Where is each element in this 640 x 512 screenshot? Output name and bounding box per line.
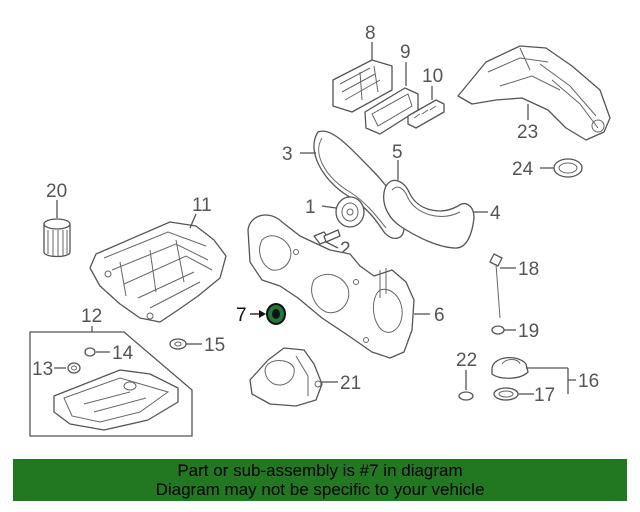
part-4-serpentine-belt[interactable] [383, 179, 475, 249]
callout-1[interactable]: 1 [305, 197, 316, 218]
part-12-oil-pan-lower[interactable] [53, 369, 179, 431]
callout-18[interactable]: 18 [518, 259, 539, 280]
callout-14[interactable]: 14 [112, 343, 134, 364]
callout-21[interactable]: 21 [340, 373, 361, 394]
part-20-oil-filter[interactable] [43, 218, 71, 258]
callout-6[interactable]: 6 [434, 305, 445, 326]
callout-9[interactable]: 9 [400, 42, 411, 63]
part-22-washer[interactable] [458, 391, 474, 401]
callout-13[interactable]: 13 [32, 359, 53, 380]
callout-22[interactable]: 22 [456, 350, 477, 371]
part-19-o-ring[interactable] [491, 325, 505, 335]
lead-7-arrowhead [259, 310, 266, 318]
callout-24[interactable]: 24 [512, 159, 534, 180]
part-3-timing-belt[interactable] [313, 130, 405, 239]
part-15-washer[interactable] [169, 338, 187, 350]
part-2-bolt[interactable] [313, 229, 341, 245]
banner-line-2: Diagram may not be specific to your vehi… [155, 480, 485, 499]
part-13-drain-plug[interactable] [67, 362, 81, 374]
part-14-drain-gasket[interactable] [84, 347, 96, 357]
callout-15[interactable]: 15 [204, 335, 225, 356]
lead-11 [189, 213, 197, 229]
callout-2[interactable]: 2 [340, 239, 351, 260]
callout-19[interactable]: 19 [518, 321, 539, 342]
part-8-valve-cover[interactable] [332, 59, 393, 113]
banner-line-1: Part or sub-assembly is #7 in diagram [177, 461, 463, 480]
callout-7[interactable]: 7 [236, 305, 247, 326]
part-6-timing-cover[interactable] [247, 214, 415, 359]
lead-2 [325, 241, 339, 249]
part-18-dipstick[interactable] [489, 253, 503, 319]
callout-20[interactable]: 20 [46, 181, 67, 202]
engine-parts-diagram: 8 9 10 23 24 3 4 5 [29, 23, 611, 437]
part-12-group-box [29, 331, 193, 437]
callout-10[interactable]: 10 [422, 66, 443, 87]
callout-8[interactable]: 8 [365, 23, 376, 44]
part-7-oil-seal[interactable] [266, 303, 286, 325]
info-banner: Part or sub-assembly is #7 in diagram Di… [13, 459, 627, 501]
lead-1 [321, 205, 337, 209]
part-11-oil-pan-upper[interactable] [89, 221, 227, 323]
part-23-intake-manifold[interactable] [457, 45, 611, 141]
callout-5[interactable]: 5 [392, 142, 403, 163]
callout-16[interactable]: 16 [578, 371, 599, 392]
callout-17[interactable]: 17 [534, 385, 555, 406]
part-16-oil-filler-cap[interactable] [491, 357, 529, 379]
callout-11[interactable]: 11 [192, 195, 212, 216]
part-1-crank-pulley[interactable] [335, 196, 365, 228]
part-17-cap-gasket[interactable] [493, 387, 519, 401]
callout-4[interactable]: 4 [490, 203, 501, 224]
callout-3[interactable]: 3 [282, 144, 293, 165]
callout-12[interactable]: 12 [81, 306, 102, 327]
callout-23[interactable]: 23 [517, 122, 538, 143]
part-24-gasket-ring[interactable] [553, 158, 583, 178]
part-10-gasket[interactable] [407, 99, 445, 129]
part-21-oil-pump[interactable] [249, 347, 323, 407]
